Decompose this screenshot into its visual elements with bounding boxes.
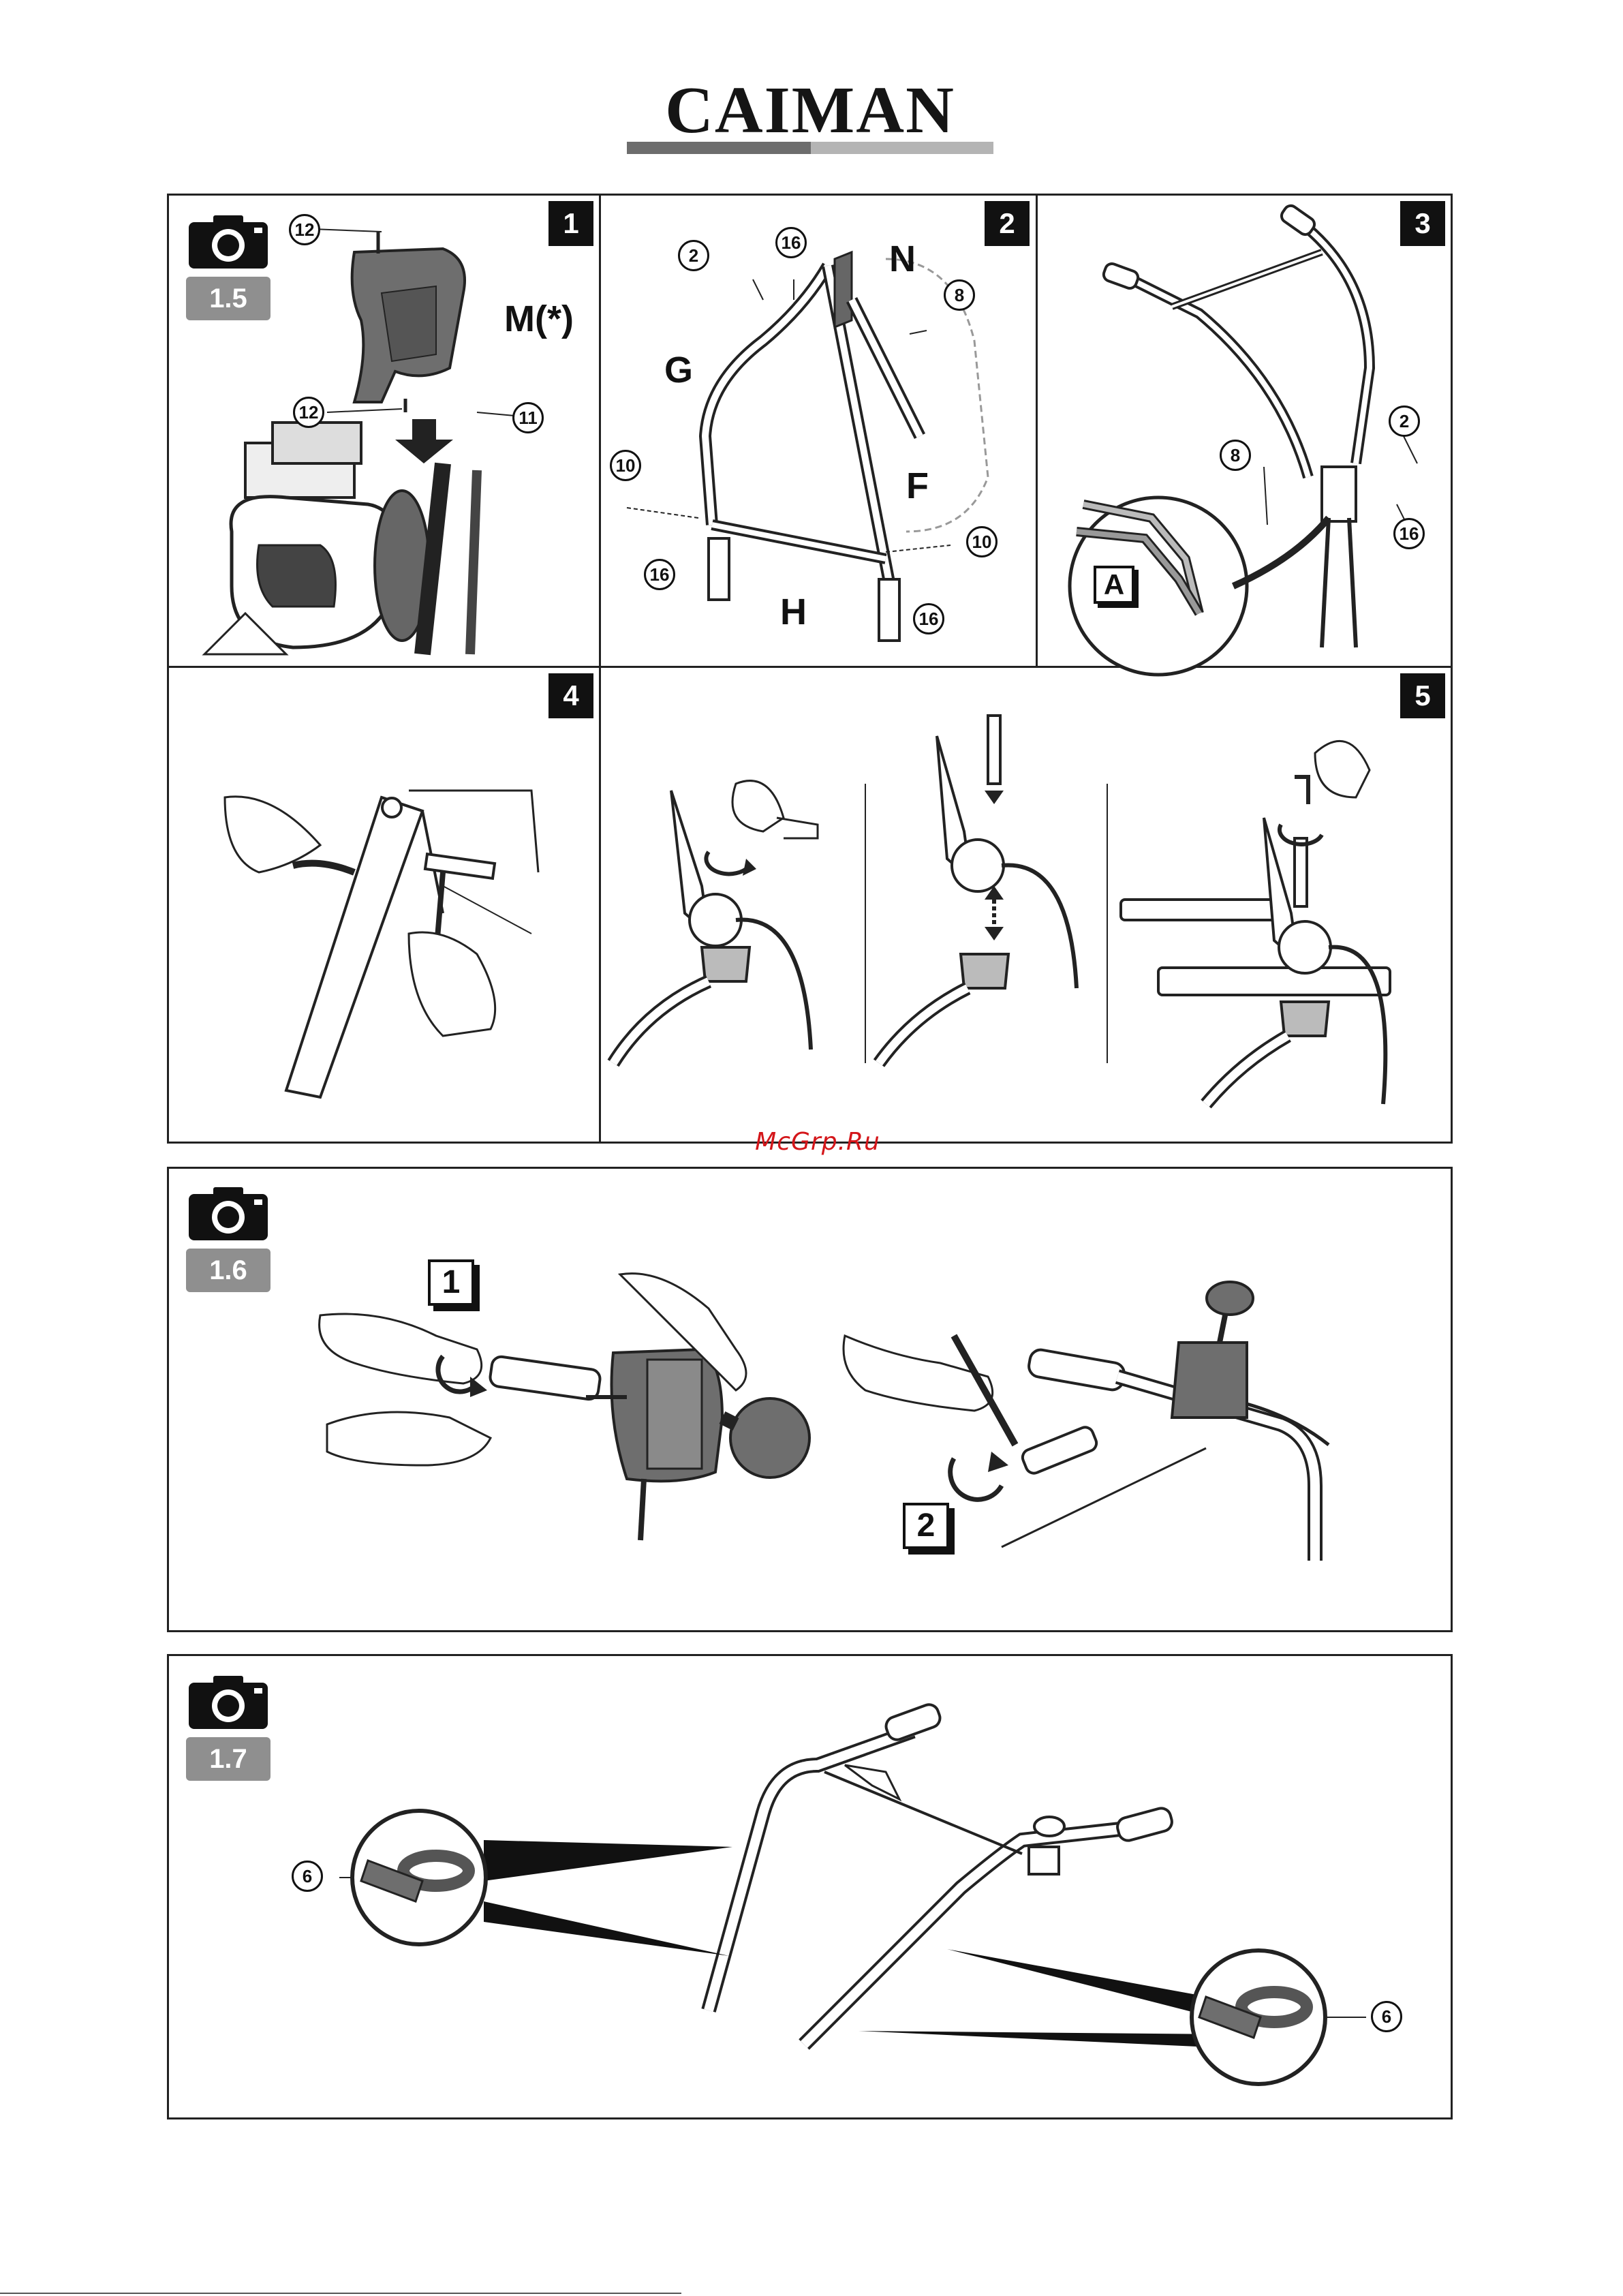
callout-8-panel3: 8 xyxy=(1220,440,1251,471)
camera-badge-1-7: 1.7 xyxy=(186,1673,270,1789)
brand-name: CAIMAN xyxy=(627,76,993,144)
panel-number-5: 5 xyxy=(1400,673,1445,718)
camera-icon xyxy=(186,1184,270,1243)
section-1-7-frame xyxy=(167,1654,1453,2119)
part-label-h: H xyxy=(780,593,807,631)
part-label-f: F xyxy=(906,467,929,505)
brand-logo: CAIMAN xyxy=(627,76,993,157)
camera-label: 1.5 xyxy=(186,277,270,320)
part-label-n: N xyxy=(889,240,916,278)
grid-line-horizontal xyxy=(167,666,1453,668)
callout-2-panel3: 2 xyxy=(1389,405,1420,437)
callout-12-bottom: 12 xyxy=(293,397,324,428)
grid-line-vertical-2 xyxy=(1036,194,1038,667)
inset-label-a: A xyxy=(1094,566,1134,604)
callout-16-panel3: 16 xyxy=(1393,518,1425,549)
section-1-6-frame xyxy=(167,1167,1453,1632)
camera-icon xyxy=(186,213,270,271)
camera-icon xyxy=(186,1673,270,1732)
callout-16-top: 16 xyxy=(775,227,807,258)
callout-11: 11 xyxy=(512,402,544,433)
section-1-5-frame xyxy=(167,194,1453,1144)
logo-bar-light xyxy=(811,142,993,154)
callout-16-left: 16 xyxy=(644,559,675,590)
panel-number-2: 2 xyxy=(985,201,1030,246)
camera-badge-1-5: 1.5 xyxy=(186,213,270,328)
callout-6-right: 6 xyxy=(1371,2001,1402,2032)
watermark: McGrp.Ru xyxy=(743,1128,893,1156)
step-box-1: 1 xyxy=(428,1259,474,1306)
camera-label: 1.7 xyxy=(186,1737,270,1781)
panel-number-1: 1 xyxy=(548,201,593,246)
footer-rule xyxy=(0,2293,681,2294)
part-label-g: G xyxy=(664,351,693,389)
camera-label: 1.6 xyxy=(186,1249,270,1292)
callout-8: 8 xyxy=(944,279,975,311)
callout-10-left: 10 xyxy=(610,450,641,481)
callout-6-left: 6 xyxy=(292,1861,323,1892)
step-box-2: 2 xyxy=(903,1503,949,1549)
logo-bar-dark xyxy=(627,142,811,154)
camera-badge-1-6: 1.6 xyxy=(186,1184,270,1300)
callout-12-top: 12 xyxy=(289,214,320,245)
panel-number-4: 4 xyxy=(548,673,593,718)
callout-2: 2 xyxy=(678,240,709,271)
panel-number-3: 3 xyxy=(1400,201,1445,246)
grid-line-vertical-1 xyxy=(599,194,601,1144)
callout-10-right: 10 xyxy=(966,526,998,557)
callout-16-right: 16 xyxy=(913,603,944,634)
part-label-m: M(*) xyxy=(504,300,574,338)
